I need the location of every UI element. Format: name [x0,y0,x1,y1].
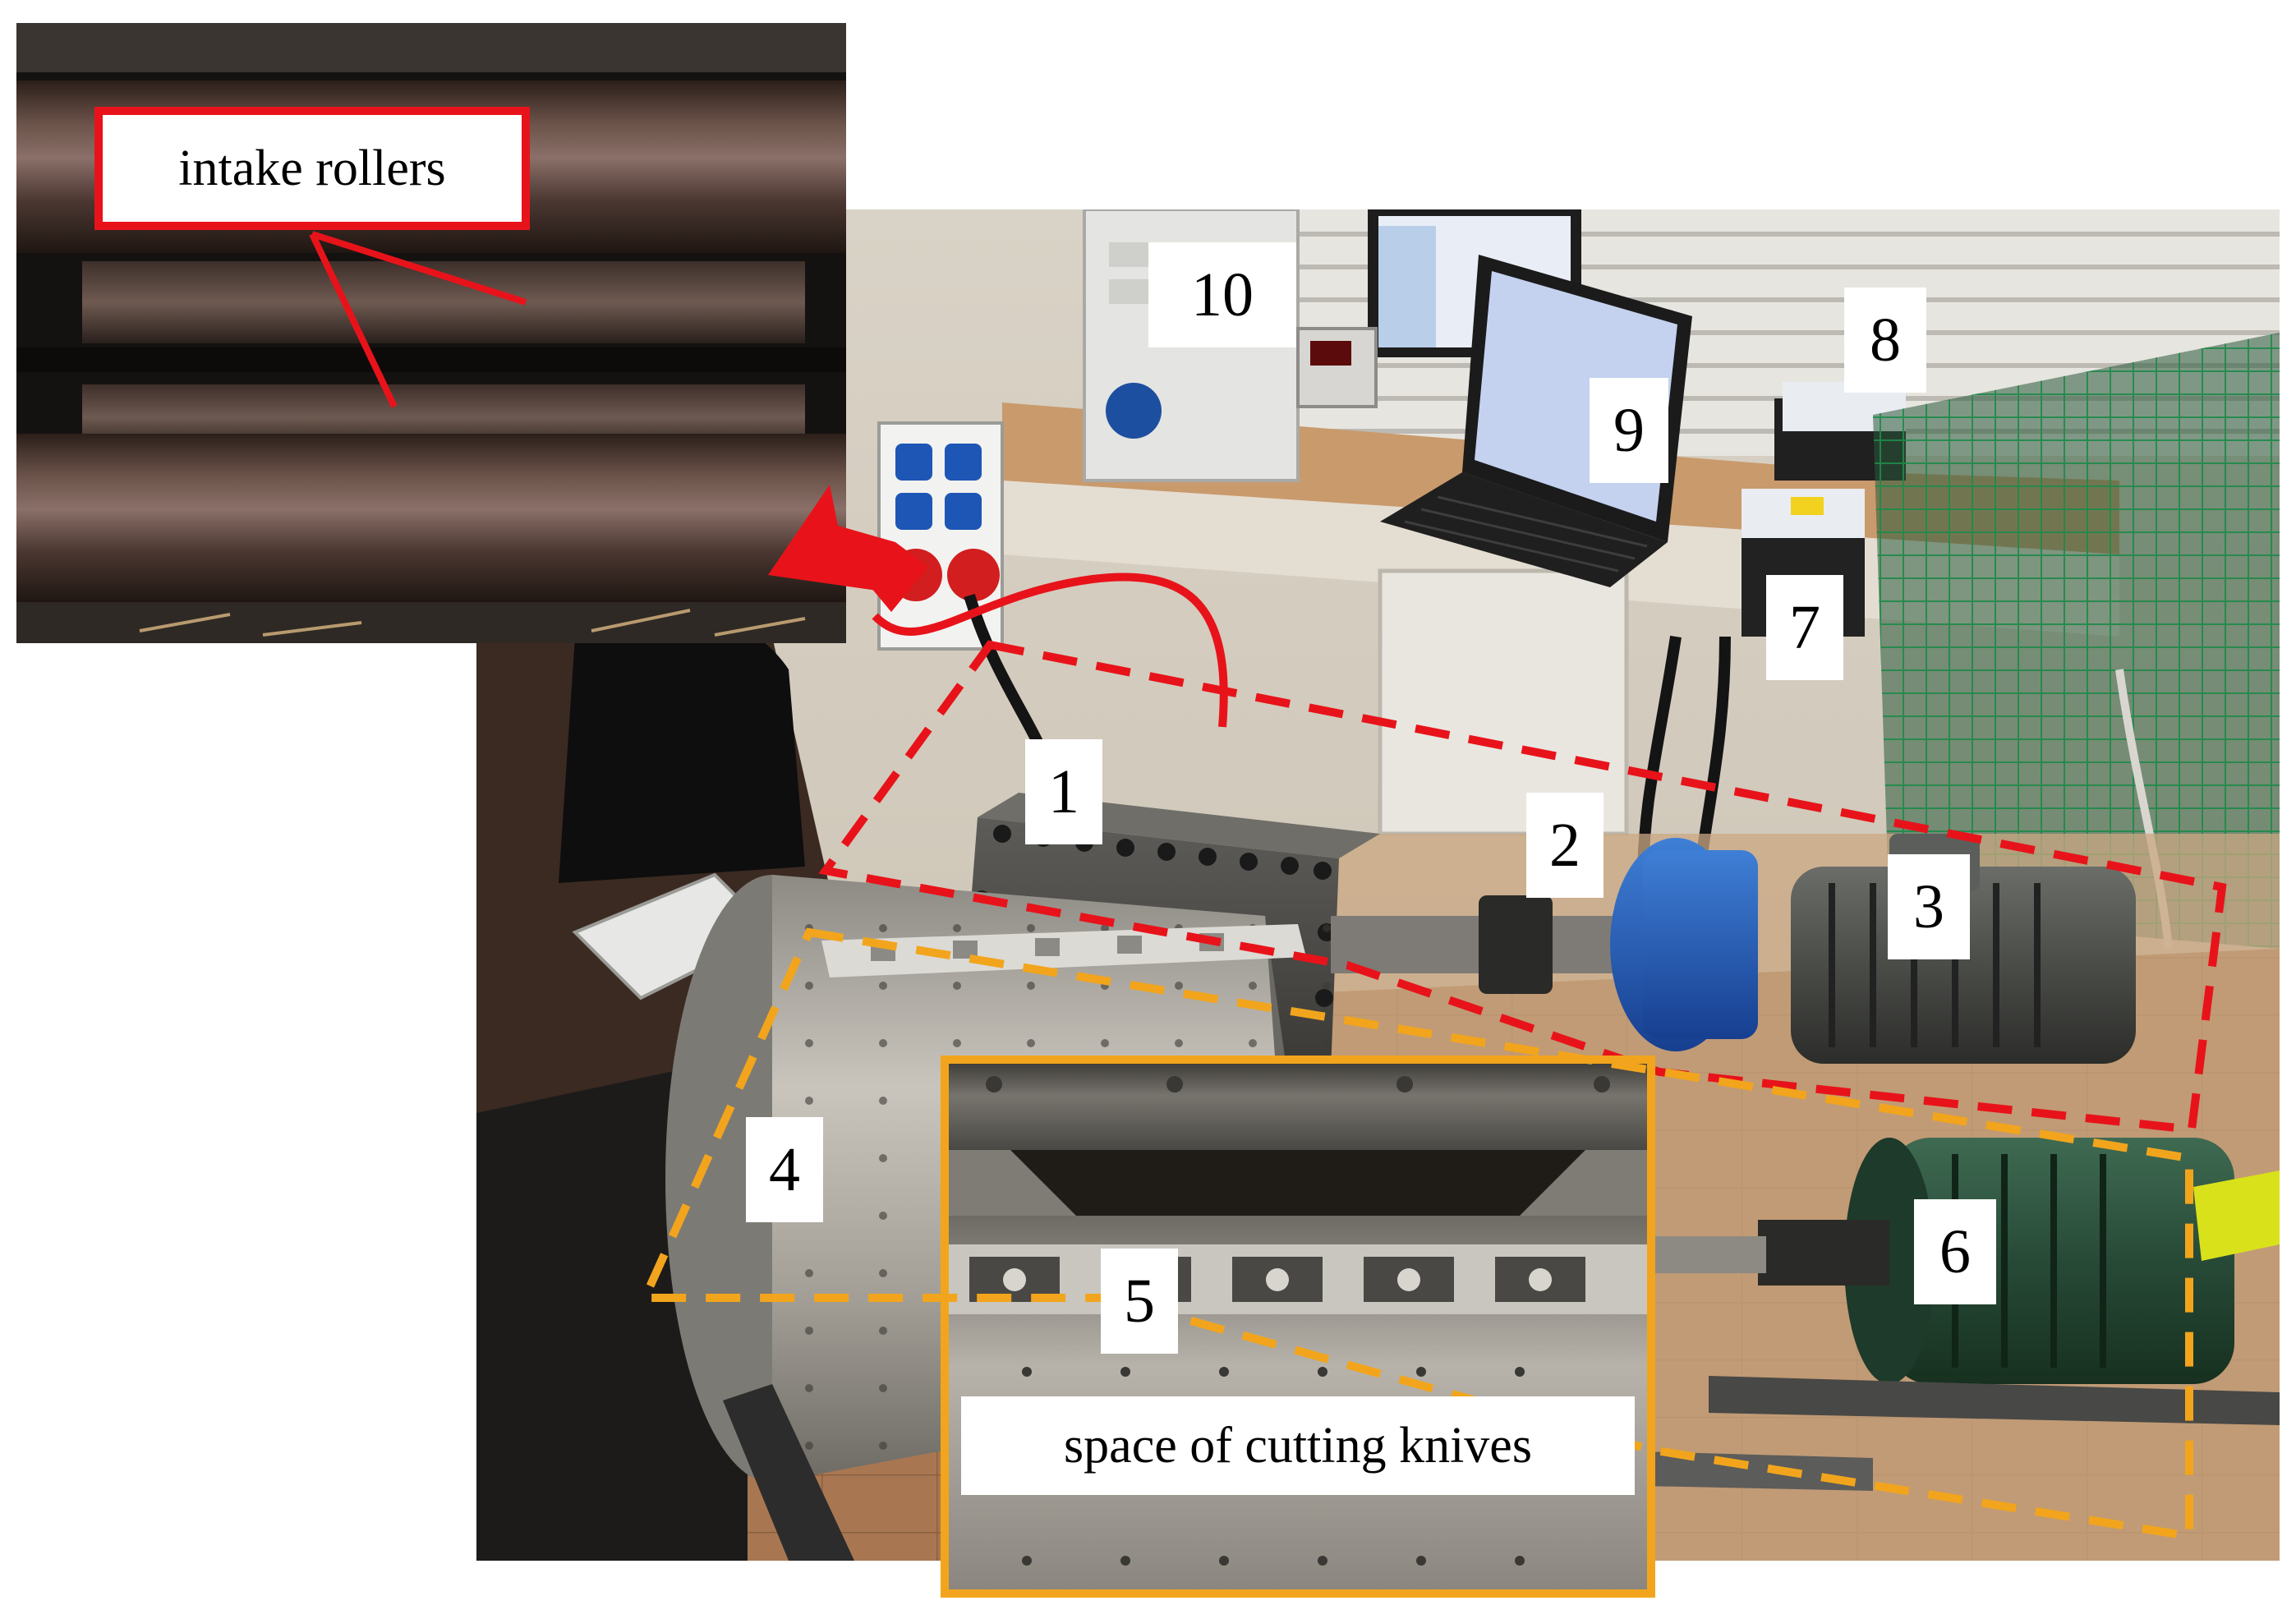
red-arrow-shaft [871,542,928,612]
cutting-knives-frame [941,1056,1655,1598]
label-6: 6 [1914,1199,1996,1304]
label-9: 9 [1590,378,1668,483]
label-5: 5 [1101,1249,1178,1354]
intake-leader-curve [872,573,1228,728]
label-8: 8 [1844,287,1926,393]
label-4: 4 [746,1117,823,1222]
red-dashed-outline [818,640,2227,1134]
label-2: 2 [1526,793,1604,898]
label-1: 1 [1025,739,1102,844]
label-10: 10 [1148,242,1296,347]
intake-leader-line-1 [311,231,527,306]
red-arrow-icon [768,485,895,591]
label-3: 3 [1888,854,1970,959]
label-7: 7 [1766,575,1843,680]
intake-leader-line-2 [309,232,398,408]
intake-rollers-label: intake rollers [107,119,518,218]
cutting-knives-label: space of cutting knives [961,1396,1635,1495]
